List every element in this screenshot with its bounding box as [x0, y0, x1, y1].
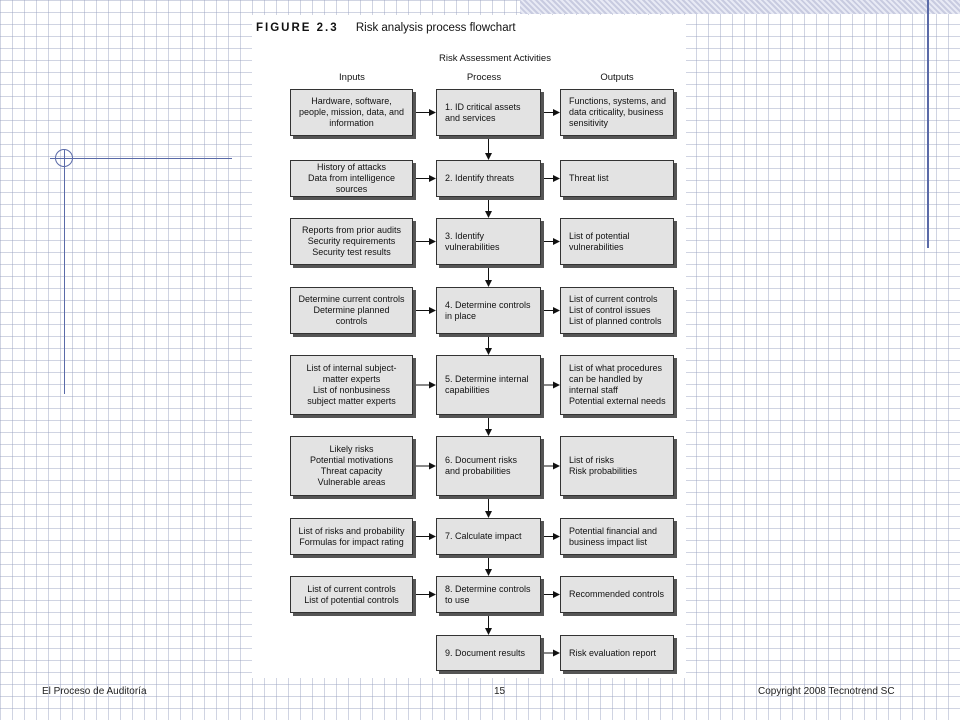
step-4-input-box: Determine current controls Determine pla… — [290, 287, 413, 334]
template-top-bar — [520, 0, 960, 14]
step-4-output-box: List of current controls List of control… — [560, 287, 674, 334]
figure-caption: Risk analysis process flowchart — [355, 22, 516, 34]
footer-right: Copyright 2008 Tecnotrend SC — [758, 686, 895, 697]
step-1-process-box: 1. ID critical assets and services — [436, 89, 541, 136]
step-3-input-box: Reports from prior audits Security requi… — [290, 218, 413, 265]
section-title: Risk Assessment Activities — [439, 53, 551, 64]
step-5-process-box: 5. Determine internal capabilities — [436, 355, 541, 415]
step-2-process-box: 2. Identify threats — [436, 160, 541, 197]
step-2-input-box: History of attacks Data from intelligenc… — [290, 160, 413, 197]
step-5-output-box: List of what procedures can be handled b… — [560, 355, 674, 415]
step-6-input-box: Likely risks Potential motivations Threa… — [290, 436, 413, 496]
step-1-output-box: Functions, systems, and data criticality… — [560, 89, 674, 136]
figure-label: FIGURE 2.3 — [256, 22, 339, 34]
footer-left: El Proceso de Auditoría — [42, 686, 147, 697]
step-1-input-box: Hardware, software, people, mission, dat… — [290, 89, 413, 136]
step-7-process-box: 7. Calculate impact — [436, 518, 541, 555]
template-horizontal-line — [50, 158, 232, 159]
header-outputs: Outputs — [600, 72, 634, 83]
figure-panel: FIGURE 2.3 Risk analysis process flowcha… — [252, 15, 686, 678]
step-3-output-box: List of potential vulnerabilities — [560, 218, 674, 265]
header-process: Process — [466, 72, 502, 83]
template-left-line — [64, 150, 65, 394]
step-2-output-box: Threat list — [560, 160, 674, 197]
figure-title: FIGURE 2.3 Risk analysis process flowcha… — [256, 22, 516, 34]
template-circle-icon — [55, 149, 73, 167]
header-inputs: Inputs — [339, 72, 365, 83]
step-8-process-box: 8. Determine controls to use — [436, 576, 541, 613]
step-9-output-box: Risk evaluation report — [560, 635, 674, 671]
step-8-input-box: List of current controls List of potenti… — [290, 576, 413, 613]
step-7-output-box: Potential financial and business impact … — [560, 518, 674, 555]
template-right-line — [927, 0, 929, 248]
step-7-input-box: List of risks and probability Formulas f… — [290, 518, 413, 555]
step-6-output-box: List of risks Risk probabilities — [560, 436, 674, 496]
step-5-input-box: List of internal subject- matter experts… — [290, 355, 413, 415]
step-9-process-box: 9. Document results — [436, 635, 541, 671]
step-3-process-box: 3. Identify vulnerabilities — [436, 218, 541, 265]
step-6-process-box: 6. Document risks and probabilities — [436, 436, 541, 496]
step-8-output-box: Recommended controls — [560, 576, 674, 613]
footer-page-number: 15 — [494, 686, 506, 697]
step-4-process-box: 4. Determine controls in place — [436, 287, 541, 334]
